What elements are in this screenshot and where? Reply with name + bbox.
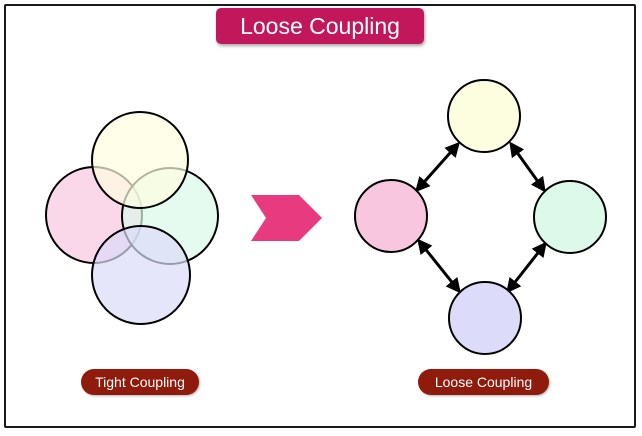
loose-circle-pink xyxy=(354,179,428,253)
tight-coupling-label: Tight Coupling xyxy=(81,369,199,395)
loose-coupling-group xyxy=(354,79,607,355)
double-arrow-top-left xyxy=(415,141,460,193)
title-text: Loose Coupling xyxy=(240,12,400,39)
loose-circle-yellow xyxy=(447,79,521,153)
loose-circle-green xyxy=(533,180,607,254)
loose-coupling-label: Loose Coupling xyxy=(418,369,549,395)
double-arrow-bottom-right xyxy=(506,241,547,294)
transition-arrow-icon xyxy=(251,195,322,241)
tight-circle-yellow xyxy=(91,111,189,209)
title-banner: Loose Coupling xyxy=(216,8,424,44)
double-arrow-bottom-left xyxy=(417,238,461,294)
tight-coupling-group xyxy=(45,111,219,325)
loose-coupling-text: Loose Coupling xyxy=(434,374,533,390)
loose-circle-purple xyxy=(448,281,522,355)
double-arrow-top-right xyxy=(509,141,546,193)
tight-coupling-text: Tight Coupling xyxy=(95,374,185,390)
tight-circle-purple xyxy=(91,225,191,325)
